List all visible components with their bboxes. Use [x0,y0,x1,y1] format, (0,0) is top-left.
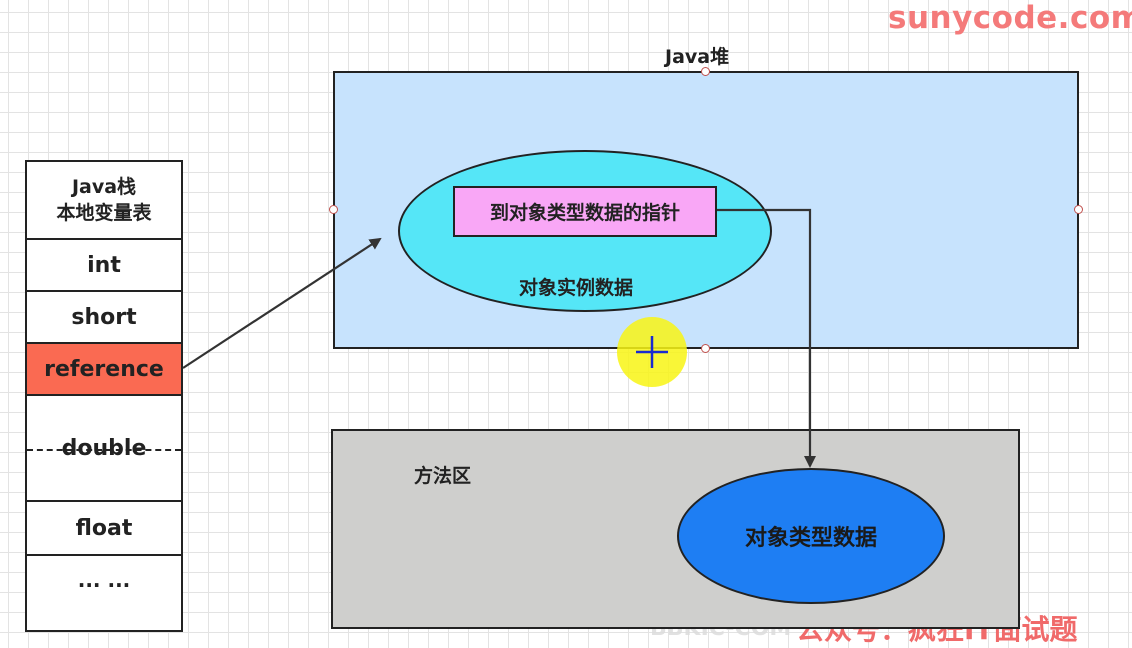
stack-cell-double[interactable]: double [27,396,181,502]
java-heap-label: Java堆 [665,46,730,68]
method-area-label: 方法区 [414,465,472,487]
object-type-data-ellipse[interactable]: 对象类型数据 [677,468,945,604]
watermark-sunycode: sunycode.com [888,0,1132,36]
selection-handle-icon[interactable] [1074,205,1083,214]
object-instance-data-label: 对象实例数据 [519,277,634,299]
stack-cell-short[interactable]: short [27,292,181,344]
stack-cell-ellipsis[interactable]: ... ... [77,568,131,592]
stack-cell-float[interactable]: float [27,502,181,556]
local-variable-table-title: 本地变量表 [56,202,152,224]
cursor-highlight [617,317,687,387]
java-stack-title: Java栈 [71,176,137,198]
java-stack-table[interactable]: Java栈 本地变量表 int short reference double f… [25,160,183,632]
object-type-data-label: 对象类型数据 [744,526,877,551]
selection-handle-icon[interactable] [329,205,338,214]
stack-cell-int[interactable]: int [27,240,181,292]
stack-cell-reference[interactable]: reference [27,344,181,396]
type-pointer-box[interactable]: 到对象类型数据的指针 [453,186,717,237]
selection-handle-icon[interactable] [701,67,710,76]
selection-handle-icon[interactable] [701,344,710,353]
java-stack-header: Java栈 本地变量表 [27,162,181,240]
double-slot-divider [27,449,181,451]
